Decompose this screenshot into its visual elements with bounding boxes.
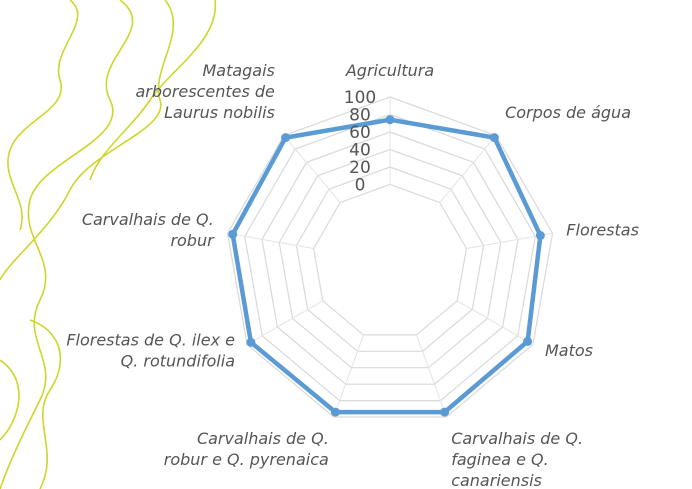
data-point-2 [535,231,545,240]
category-label-line: Corpos de água [505,103,631,122]
category-label-line: Laurus nobilis [164,103,275,122]
grid-ring-0 [312,183,468,336]
data-point-3 [523,336,533,346]
grid-ring-80 [244,113,536,402]
series-line-0 [230,117,543,415]
category-label-line: Matos [545,341,593,360]
grid-ring-100 [226,96,554,418]
category-label-line: robur e Q. pyrenaica [164,450,329,469]
category-label-line: Matagais [202,61,274,80]
data-point-7 [228,229,238,239]
data-point-8 [281,133,291,143]
category-label-line: robur [170,231,215,250]
category-label-line: Q. rotundifolia [121,352,235,371]
category-label-line: Carvalhais de Q. [82,210,214,229]
grid-ring-60 [261,131,519,385]
radar-series [228,115,545,417]
category-label-4: Carvalhais de Q. faginea e Q. canariensis [451,429,583,489]
data-point-4 [440,407,450,417]
category-label-line: arborescentes de [135,82,275,101]
data-point-0 [385,115,395,125]
tick-label-100: 100 [344,88,376,108]
category-label-5: Carvalhais de Q. robur e Q. pyrenaica [164,429,329,469]
tick-label-60: 60 [349,123,371,143]
data-point-5 [330,407,340,417]
category-label-line: Florestas de Q. ilex e [66,331,235,350]
category-label-line: Florestas [566,220,639,239]
spoke-3 [456,300,534,345]
category-label-6: Florestas de Q. ilex e Q. rotundifolia [66,331,235,371]
background-decoration [0,0,216,489]
category-label-line: canariensis [451,471,542,489]
category-label-2: Florestas [566,220,639,239]
grid-ring-20 [295,166,485,352]
spoke-4 [416,334,447,418]
data-point-1 [489,133,499,143]
category-label-1: Corpos de água [505,103,631,122]
spoke-6 [246,300,324,345]
category-label-8: Matagais arborescentes de Laurus nobilis [135,61,275,122]
category-label-3: Matos [545,341,593,360]
category-label-line: faginea e Q. [451,450,549,469]
radar-grid [226,96,554,418]
tick-label-40: 40 [349,141,371,161]
grid-ring-40 [278,148,502,369]
category-label-line: Agricultura [345,61,434,80]
tick-label-0: 0 [355,175,366,195]
category-label-7: Carvalhais de Q. robur [82,210,215,250]
tick-label-20: 20 [349,158,371,178]
spoke-8 [283,135,341,203]
tick-label-80: 80 [349,106,371,126]
category-label-line: Carvalhais de Q. [197,429,329,448]
data-point-6 [246,337,256,347]
spoke-7 [227,232,314,249]
spoke-5 [333,334,364,418]
spoke-1 [439,135,497,203]
category-label-0: Agricultura [345,61,434,80]
category-label-line: Carvalhais de Q. [451,429,583,448]
